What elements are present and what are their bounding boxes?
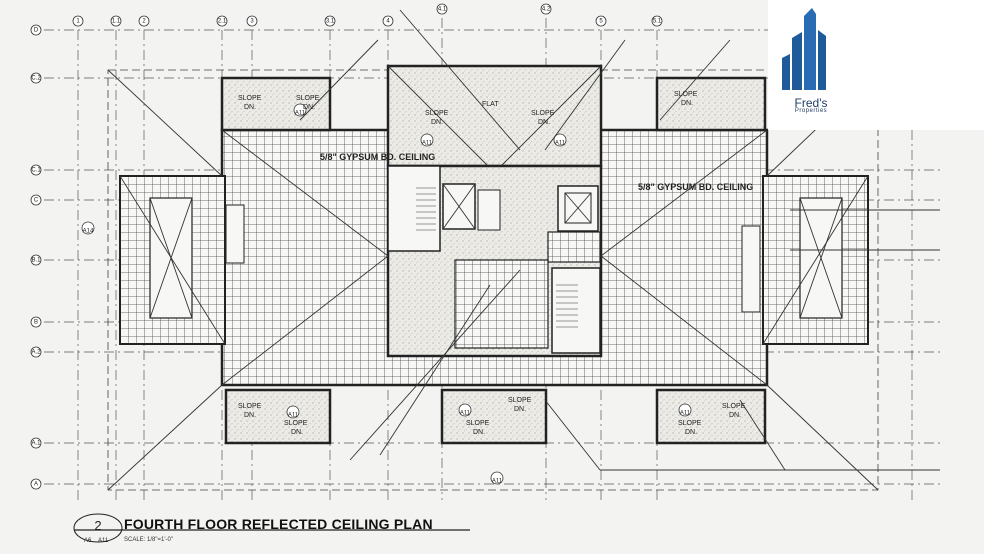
grid-col-label: 4.1 (438, 7, 447, 13)
section-marker-label: A11 (422, 141, 433, 147)
ceiling-note-left: 5/8" GYPSUM BD. CEILING (320, 152, 435, 162)
slope-label: SLOPE (238, 95, 262, 102)
grid-row-label: A.1 (31, 441, 41, 447)
slope-label: SLOPE (296, 95, 320, 102)
section-marker-label: A11 (555, 141, 566, 147)
grid-row-label: C.2 (31, 76, 41, 82)
logo-panel (768, 0, 984, 130)
slope-label: SLOPE (284, 420, 308, 427)
column-grid-bubbles: 1 1.1 2 2.1 3 3.1 4 4.1 4.2 5 5.1 8 (72, 3, 918, 27)
dn-label: DN. (244, 412, 256, 419)
dn-label: DN. (729, 412, 741, 419)
section-marker-label: A14 (83, 229, 94, 235)
drawing-title: FOURTH FLOOR REFLECTED CEILING PLAN (124, 516, 433, 532)
logo-name: Fred's (794, 96, 828, 110)
ceiling-slope-lines (107, 9, 940, 491)
slope-label: SLOPE (531, 110, 555, 117)
section-marker-label: A11 (295, 111, 306, 117)
slope-label: SLOPE (466, 420, 490, 427)
grid-col-label: 1.1 (112, 19, 121, 25)
building-core (386, 164, 603, 358)
slope-label: SLOPE (508, 397, 532, 404)
dn-label: DN. (538, 119, 550, 126)
grid-row-label: C (34, 198, 39, 204)
flat-label: FLAT (482, 101, 499, 108)
grid-col-label: 4 (386, 19, 390, 25)
logo-subtitle: Properties (794, 108, 828, 114)
section-marker-label: A11 (680, 411, 691, 417)
grid-col-label: 5 (599, 19, 603, 25)
section-markers: A11 A11 A11 A14 A11 A11 A11 A11 (81, 103, 692, 485)
section-marker-label: A11 (460, 411, 471, 417)
grid-row-label: A (34, 482, 38, 488)
grid-col-label: 2.1 (218, 19, 227, 25)
light-fixture-right (741, 225, 761, 313)
slope-label: SLOPE (674, 91, 698, 98)
grid-row-label: B.1 (31, 258, 41, 264)
plan-labels: FLAT SLOPE DN. SLOPE DN. SLOPE DN. SLOPE… (238, 91, 753, 436)
grid-col-label: 1 (76, 19, 80, 25)
grid-col-label: 5.1 (653, 19, 662, 25)
slope-label: SLOPE (425, 110, 449, 117)
grid-row-label: A.2 (31, 350, 41, 356)
lower-slope-areas (224, 388, 767, 445)
dn-label: DN. (244, 104, 256, 111)
dn-label: DN. (685, 429, 697, 436)
detail-number: 2 (94, 518, 102, 533)
slope-label: SLOPE (678, 420, 702, 427)
grid-row-label: C.1 (31, 168, 41, 174)
ceiling-note-right: 5/8" GYPSUM BD. CEILING (638, 182, 753, 192)
grid-row-label: B (34, 320, 38, 326)
light-fixture-left (225, 204, 245, 264)
dn-label: DN. (291, 429, 303, 436)
dn-label: DN. (303, 104, 315, 111)
stair-left (387, 165, 441, 252)
upper-slope-areas (220, 64, 767, 168)
slope-label: SLOPE (722, 403, 746, 410)
dn-label: DN. (681, 100, 693, 107)
grid-col-label: 2 (142, 19, 146, 25)
sheet-ref-b: A11 (98, 538, 109, 544)
detail-title-symbol (73, 513, 470, 543)
grid-col-label: 3 (250, 19, 254, 25)
dn-label: DN. (473, 429, 485, 436)
drawing-scale: SCALE: 1/8"=1'-0" (124, 537, 173, 543)
section-marker-label: A11 (492, 479, 503, 485)
sheet-ref-a: A6 (84, 538, 92, 544)
grid-col-label: 3.1 (326, 19, 335, 25)
drawing-title-block: 2 FOURTH FLOOR REFLECTED CEILING PLAN A6… (76, 512, 676, 552)
dn-label: DN. (514, 406, 526, 413)
grid-row-label: D (34, 28, 39, 34)
row-grid-bubbles: D C.2 C.1 C B.1 B A.2 A.1 A (30, 24, 42, 490)
section-marker-label: A11 (288, 413, 299, 419)
slope-label: SLOPE (238, 403, 262, 410)
grid-col-label: 4.2 (542, 7, 551, 13)
dn-label: DN. (431, 119, 443, 126)
stair-right (551, 267, 601, 354)
fred-properties-logo-icon (782, 8, 826, 90)
